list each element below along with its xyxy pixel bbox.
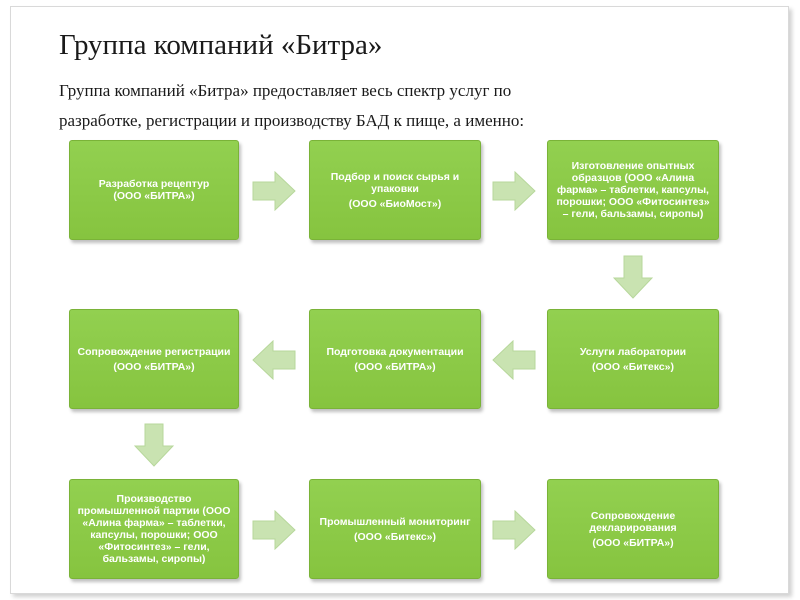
step-title: Подготовка документации [326,345,464,358]
step-box-declaration-support: Сопровождение декларирования (ООО «БИТРА… [547,479,719,579]
intro-text-line-2: разработке, регистрации и производству Б… [59,111,525,130]
step-box-registration-support: Сопровождение регистрации (ООО «БИТРА») [69,309,239,409]
arrow-right-icon [252,510,296,550]
step-title: Услуги лаборатории [579,345,687,358]
arrow-right-icon [492,510,536,550]
step-title: Сопровождение декларирования [589,509,677,534]
arrow-right-icon [252,171,296,211]
step-org: (ООО «Битекс») [591,360,675,373]
step-title: Производство промышленной партии (ООО «А… [77,493,231,565]
arrow-down-icon [134,423,174,467]
step-org: (ООО «БИТРА») [113,190,195,202]
step-box-raw-materials: Подбор и поиск сырья и упаковки (ООО «Би… [309,140,481,240]
step-title: Изготовление опытных образцов (ООО «Алин… [556,160,710,220]
step-box-industrial-monitoring: Промышленный мониторинг (ООО «Битекс») [309,479,481,579]
step-box-prototype-samples: Изготовление опытных образцов (ООО «Алин… [547,140,719,240]
arrow-left-icon [252,340,296,380]
step-box-recipe-development: Разработка рецептур (ООО «БИТРА») [69,140,239,240]
step-box-lab-services: Услуги лаборатории (ООО «Битекс») [547,309,719,409]
arrow-left-icon [492,340,536,380]
arrow-down-icon [613,255,653,299]
step-title: Подбор и поиск сырья и упаковки [330,170,460,195]
step-title: Промышленный мониторинг [319,515,471,528]
step-org: (ООО «Битекс») [353,530,437,543]
step-org: (ООО «БИТРА») [354,360,436,373]
step-org: (ООО «БиоМост») [348,197,442,210]
step-title: Сопровождение регистрации [77,345,231,358]
step-title: Разработка рецептур [98,178,210,190]
step-org: (ООО «БИТРА») [592,536,674,549]
slide-title: Группа компаний «Битра» [59,29,383,61]
arrow-right-icon [492,171,536,211]
slide: Группа компаний «Битра» Группа компаний … [10,6,789,594]
step-org: (ООО «БИТРА») [113,360,195,373]
step-box-documentation: Подготовка документации (ООО «БИТРА») [309,309,481,409]
step-box-industrial-batch: Производство промышленной партии (ООО «А… [69,479,239,579]
intro-text-line-1: Группа компаний «Битра» предоставляет ве… [59,81,512,100]
